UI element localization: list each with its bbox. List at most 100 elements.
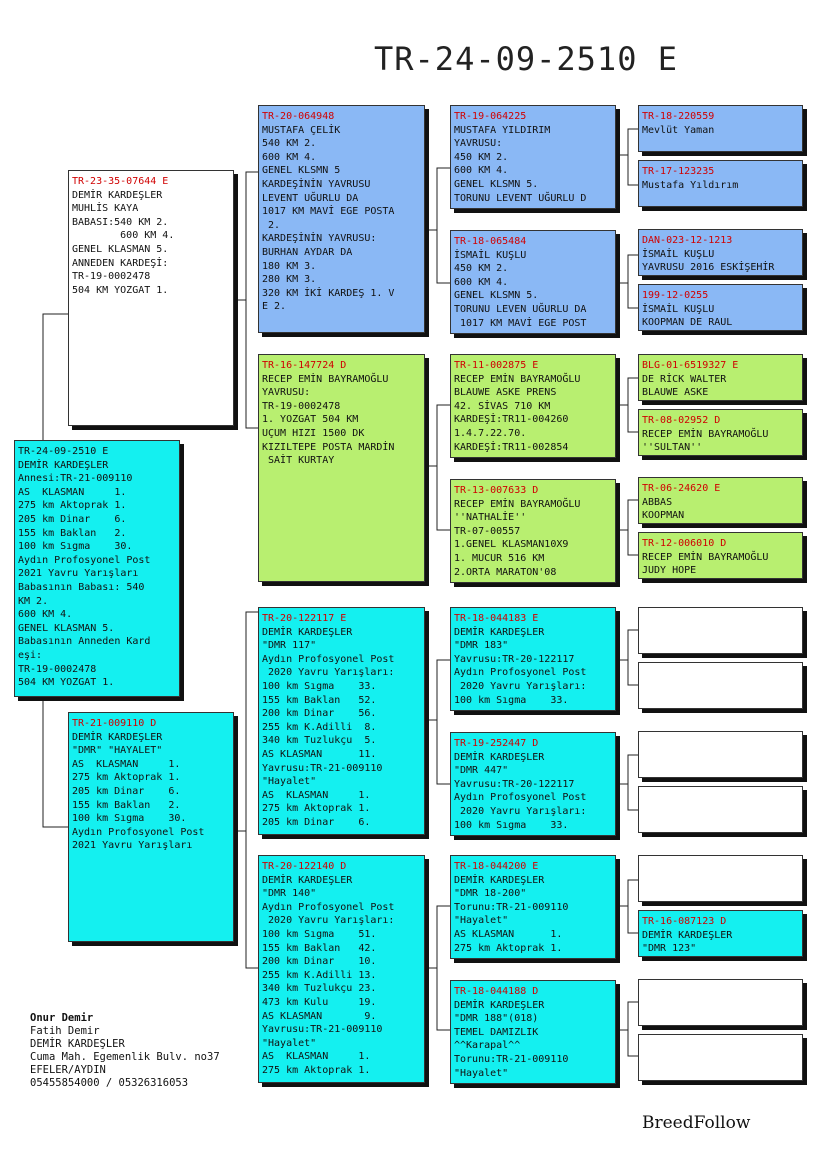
card-line: eşi: bbox=[18, 649, 43, 661]
card-line: Babasının Babası: 540 bbox=[18, 581, 145, 593]
ring-number: 199-12-0255 bbox=[642, 290, 709, 301]
card-line: 2020 Yavru Yarışları: bbox=[454, 805, 587, 817]
card-line: SAİT KURTAY bbox=[262, 455, 335, 467]
card-line: 473 km Kulu 19. bbox=[262, 996, 377, 1008]
card-line: 2021 Yavru Yarışları bbox=[18, 568, 139, 580]
card-line: "DMR 188"(018) bbox=[454, 1013, 539, 1025]
card-line: 2020 Yavru Yarışları: bbox=[454, 680, 587, 692]
card-line: 200 km Dinar 56. bbox=[262, 708, 377, 720]
card-line: GENEL KLSMN 5. bbox=[454, 178, 539, 190]
card-line: KARDEŞİNİN YAVRUSU: bbox=[262, 233, 377, 245]
card-line: DEMİR KARDEŞLER bbox=[454, 626, 545, 638]
card-line: TORUNU LEVEN UĞURLU DA bbox=[454, 303, 587, 315]
card-line: "DMR 447" bbox=[454, 765, 509, 777]
card-line: "DMR 18-200" bbox=[454, 888, 527, 900]
card-line: Aydın Profosyonel Post bbox=[72, 826, 205, 838]
card-line: 180 KM 3. bbox=[262, 260, 317, 272]
pedigree-card-ddss bbox=[638, 855, 803, 902]
card-line: E 2. bbox=[262, 301, 287, 313]
card-line: 2.ORTA MARATON'08 bbox=[454, 566, 557, 578]
card-line: AS KLASMAN 1. bbox=[18, 486, 127, 498]
card-line: RECEP EMİN BAYRAMOĞLU bbox=[642, 551, 769, 563]
card-line: DEMİR KARDEŞLER bbox=[262, 874, 353, 886]
card-line: 504 KM YOZGAT 1. bbox=[18, 677, 115, 689]
ring-number: TR-11-002875 E bbox=[454, 360, 539, 371]
ring-number: TR-21-009110 D bbox=[72, 718, 157, 729]
card-line: JUDY HOPE bbox=[642, 565, 697, 577]
card-line: 450 KM 2. bbox=[454, 263, 509, 275]
card-line: 340 km Tuzlukçu 5. bbox=[262, 735, 377, 747]
card-line: 1.4.7.22.70. bbox=[454, 427, 527, 439]
card-line: 155 km Baklan 2. bbox=[18, 527, 127, 539]
ring-number: TR-20-122140 D bbox=[262, 861, 347, 872]
card-line: İSMAİL KUŞLU bbox=[642, 303, 715, 315]
card-line: RECEP EMİN BAYRAMOĞLU bbox=[454, 373, 581, 385]
card-line: 205 km Dinar 6. bbox=[72, 785, 181, 797]
card-line: 42. SİVAS 710 KM bbox=[454, 400, 551, 412]
card-line: RECEP EMİN BAYRAMOĞLU bbox=[454, 498, 581, 510]
card-line: KARDEŞİ:TR11-002854 bbox=[454, 441, 569, 453]
card-line: 600 KM 4. bbox=[454, 165, 509, 177]
card-line: 255 km K.Adilli 8. bbox=[262, 721, 377, 733]
ring-number: TR-16-087123 D bbox=[642, 916, 727, 927]
card-line: 275 km Aktoprak 1. bbox=[18, 500, 127, 512]
card-line: "DMR 140" bbox=[262, 888, 317, 900]
card-line: TR-19-0002478 bbox=[18, 663, 97, 675]
card-line: LEVENT UĞURLU DA bbox=[262, 192, 359, 204]
card-line: MUHLİS KAYA bbox=[72, 203, 139, 215]
card-line: UÇUM HIZI 1500 DK bbox=[262, 427, 365, 439]
ring-number: TR-18-044200 E bbox=[454, 861, 539, 872]
card-line: GENEL KLASMAN 5. bbox=[18, 622, 115, 634]
ring-number: TR-18-065484 bbox=[454, 236, 527, 247]
ring-number: TR-08-02952 D bbox=[642, 415, 721, 426]
card-line: 200 km Dinar 10. bbox=[262, 956, 377, 968]
card-line: İSMAİL KUŞLU bbox=[454, 249, 527, 261]
card-line: 155 km Baklan 42. bbox=[262, 942, 377, 954]
card-line: BLAUWE ASKE PRENS bbox=[454, 387, 557, 399]
card-line: 1. MUCUR 516 KM bbox=[454, 552, 545, 564]
pedigree-card-dsds bbox=[638, 731, 803, 778]
card-line: 340 km Tuzlukçu 23. bbox=[262, 983, 377, 995]
pedigree-card-dsss bbox=[638, 607, 803, 654]
card-line: ''NATHALİE'' bbox=[454, 512, 527, 524]
card-line: AS KLASMAN 1. bbox=[454, 928, 563, 940]
card-line: DEMİR KARDEŞLER bbox=[454, 999, 545, 1011]
card-line: MUSTAFA YILDIRIM bbox=[454, 124, 551, 136]
card-line: KOOPMAN DE RAUL bbox=[642, 317, 733, 329]
pedigree-card-sds: TR-11-002875 E RECEP EMİN BAYRAMOĞLU BLAUW… bbox=[450, 354, 616, 458]
card-line: 540 KM 2. bbox=[262, 138, 317, 150]
owner-contact-block: Onur Demir Fatih Demir DEMİR KARDEŞLER C… bbox=[30, 1012, 220, 1090]
card-line: DEMİR KARDEŞLER bbox=[642, 929, 733, 941]
card-line: 100 km Sıgma 33. bbox=[454, 694, 569, 706]
card-line: 275 km Aktoprak 1. bbox=[262, 803, 371, 815]
card-line: RECEP EMİN BAYRAMOĞLU bbox=[262, 373, 389, 385]
card-line: Aydın Profosyonel Post bbox=[454, 667, 587, 679]
ring-number: TR-17-123235 bbox=[642, 166, 715, 177]
ring-number: TR-20-064948 bbox=[262, 111, 335, 122]
card-line: RECEP EMİN BAYRAMOĞLU bbox=[642, 428, 769, 440]
card-line: 155 km Baklan 52. bbox=[262, 694, 377, 706]
pedigree-card-dssd bbox=[638, 662, 803, 709]
ring-number: TR-13-007633 D bbox=[454, 485, 539, 496]
owner-phone: 05455854000 / 05326316053 bbox=[30, 1077, 189, 1089]
card-line: 255 km K.Adilli 13. bbox=[262, 969, 377, 981]
card-line: ABBAS bbox=[642, 496, 673, 508]
card-line: 100 km Sıgma 51. bbox=[262, 928, 377, 940]
ring-number: TR-06-24620 E bbox=[642, 483, 721, 494]
card-line: GENEL KLSMN 5 bbox=[262, 165, 341, 177]
card-line: 2020 Yavru Yarışları: bbox=[262, 915, 395, 927]
card-line: AS KLASMAN 11. bbox=[262, 748, 377, 760]
card-line: ^^Karapal^^ bbox=[454, 1040, 521, 1052]
card-line: 1.GENEL KLASMAN10X9 bbox=[454, 539, 569, 551]
card-line: 280 KM 3. bbox=[262, 274, 317, 286]
card-line: 2020 Yavru Yarışları: bbox=[262, 667, 395, 679]
card-line: GENEL KLSMN 5. bbox=[454, 290, 539, 302]
card-line: Yavrusu:TR-20-122117 bbox=[454, 653, 575, 665]
